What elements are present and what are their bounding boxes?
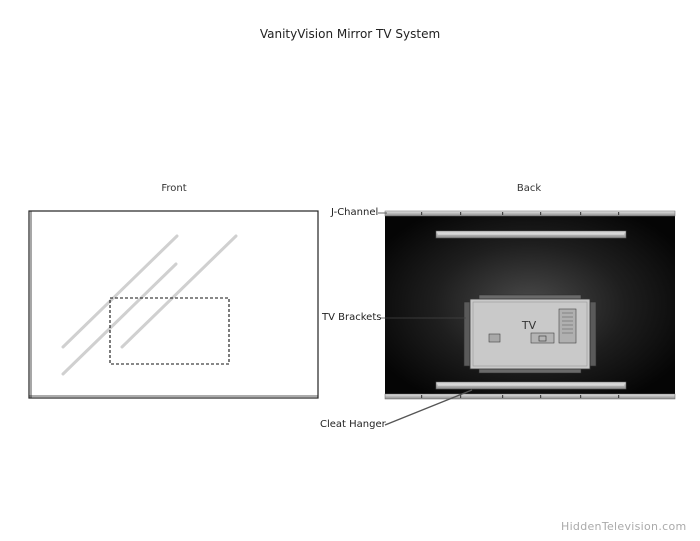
tv-brackets-callout: TV Brackets (322, 312, 382, 323)
tv-label: TV (521, 319, 537, 332)
screw (540, 395, 542, 398)
tv-port-panel (558, 308, 577, 344)
diagram-title: VanityVision Mirror TV System (259, 27, 441, 41)
reflection-line (61, 262, 178, 376)
hidden-tv-outline (109, 297, 230, 365)
screw (618, 395, 620, 398)
j-channel-top (384, 210, 676, 217)
tv-body: TV (469, 298, 591, 370)
bracket-left (463, 301, 471, 367)
screw (460, 395, 462, 398)
screw (421, 212, 423, 215)
tv-label-plate (530, 332, 555, 344)
screw (618, 212, 620, 215)
reflection-line (120, 234, 238, 349)
back-mirror: TV (384, 210, 676, 400)
cleat-top (435, 230, 627, 239)
mirror-frame-outer (28, 210, 319, 399)
cleat-bottom (435, 381, 627, 390)
reflection-line (61, 234, 179, 349)
watermark: HiddenTelevision.com (561, 520, 687, 533)
screw (580, 212, 582, 215)
mirror-reflection-lines (61, 234, 238, 376)
j-channel-screws (421, 212, 620, 398)
bracket-right (589, 301, 597, 367)
cleat-hanger-callout: Cleat Hanger (320, 419, 386, 430)
cleat-hanger-leader-line (384, 389, 473, 426)
back-view-label: Back (516, 183, 542, 194)
j-channel-callout: J-Channel (331, 207, 379, 218)
j-channel-bottom (384, 393, 676, 400)
screw (580, 395, 582, 398)
front-mirror (28, 210, 319, 399)
front-view-label: Front (161, 183, 187, 194)
screw (502, 395, 504, 398)
screw (421, 395, 423, 398)
tv-connector (488, 333, 501, 343)
screw (502, 212, 504, 215)
screw (540, 212, 542, 215)
screw (460, 212, 462, 215)
